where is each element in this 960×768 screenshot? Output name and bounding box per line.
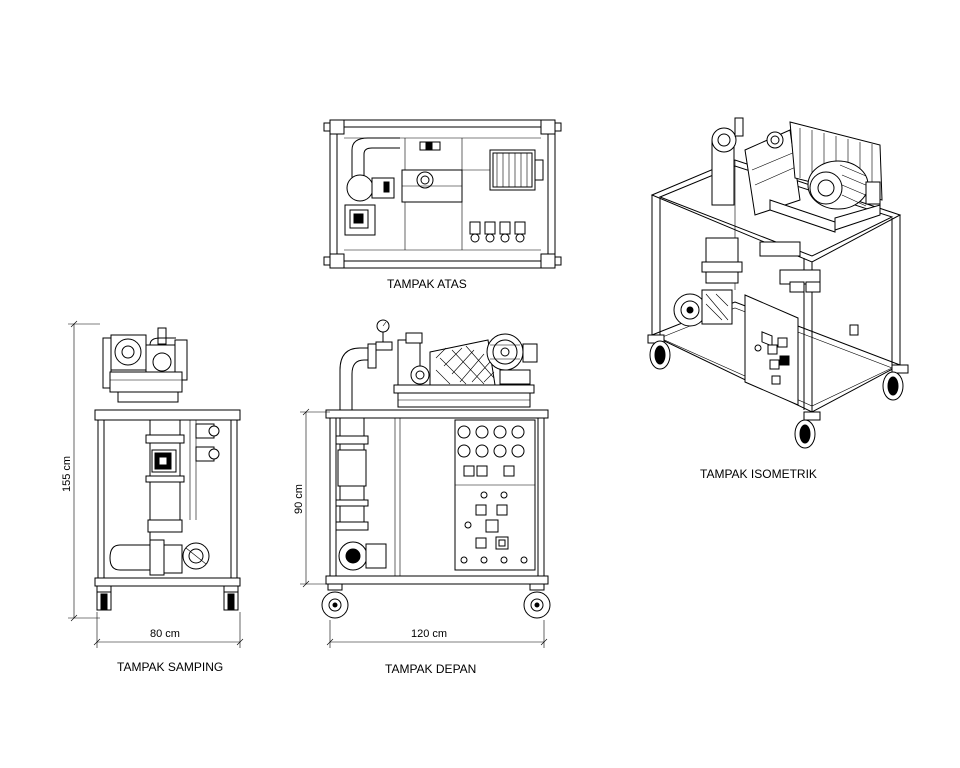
side-height-dimension: 155 cm: [61, 456, 73, 492]
front-view: [321, 319, 551, 619]
top-view: [323, 119, 562, 269]
top-view-label: TAMPAK ATAS: [387, 277, 467, 291]
isometric-view: [647, 117, 909, 449]
side-view: [94, 327, 241, 611]
front-dimension-lines: [300, 408, 548, 648]
isometric-view-label: TAMPAK ISOMETRIK: [700, 467, 817, 481]
front-view-label: TAMPAK DEPAN: [385, 662, 476, 676]
side-view-label: TAMPAK SAMPING: [117, 660, 223, 674]
front-height-dimension: 90 cm: [293, 484, 305, 514]
side-width-dimension: 80 cm: [150, 628, 180, 640]
front-width-dimension: 120 cm: [411, 628, 447, 640]
side-dimension-lines: [68, 320, 244, 648]
